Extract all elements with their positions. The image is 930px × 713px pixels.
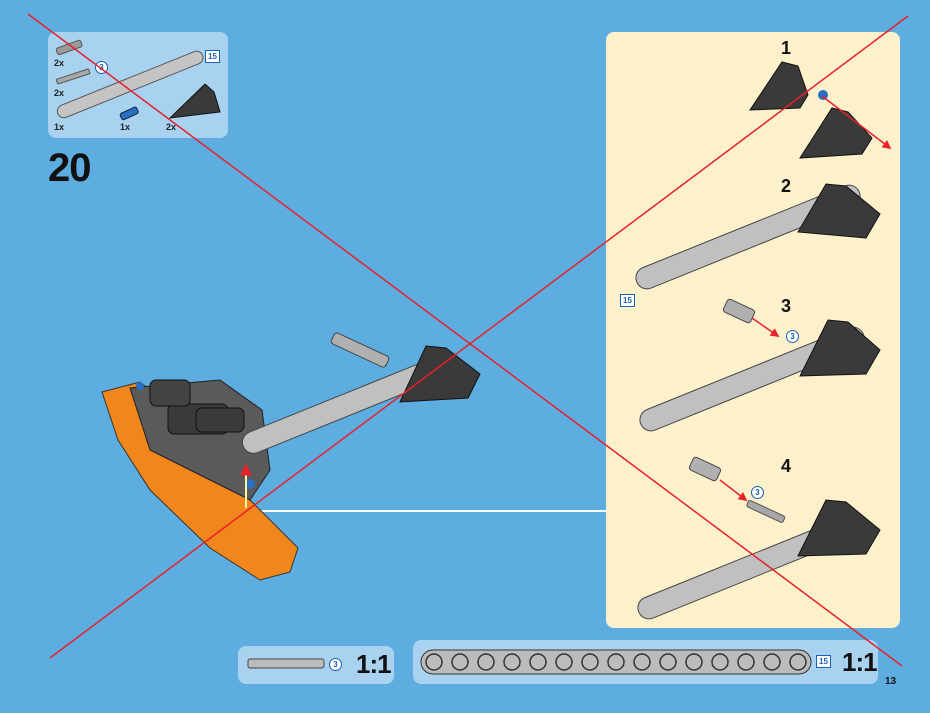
substep-number: 4 [781, 456, 792, 476]
substep-2-assembly [635, 183, 881, 290]
main-model [101, 332, 481, 581]
scale-label: 1:1 [356, 649, 392, 679]
substep-number: 3 [781, 296, 792, 316]
axle-length-badge: 3 [751, 486, 764, 499]
beam-length-badge: 15 [620, 294, 635, 307]
beam-length-badge: 15 [205, 50, 220, 63]
beam-ruler-icon [420, 649, 812, 675]
blue-axle-pin-icon [119, 106, 139, 121]
axle-length-badge: 3 [786, 330, 799, 343]
part-qty: 2x [166, 122, 177, 132]
substep-3-assembly [639, 298, 881, 432]
scale-label: 1:1 [842, 647, 878, 677]
axle-length-badge: 3 [329, 658, 342, 671]
part-qty: 1x [54, 122, 65, 132]
beam-icon [56, 50, 204, 119]
axle-icon [55, 68, 91, 85]
part-qty: 2x [54, 88, 65, 98]
part-qty: 2x [54, 58, 65, 68]
page-number: 13 [885, 676, 897, 687]
part-qty: 1x [120, 122, 131, 132]
substep-number: 1 [781, 38, 792, 58]
step-number: 20 [48, 146, 91, 190]
axle-ruler-icon [247, 658, 325, 669]
axle-connector-icon [55, 39, 83, 56]
substep-number: 2 [781, 176, 792, 196]
beam-length-badge: 15 [816, 655, 831, 668]
substep-1-liftarms [749, 61, 892, 159]
cross-out-mark [27, 13, 909, 667]
substep-4-assembly [637, 456, 881, 620]
triangle-liftarm-icon [168, 83, 221, 119]
